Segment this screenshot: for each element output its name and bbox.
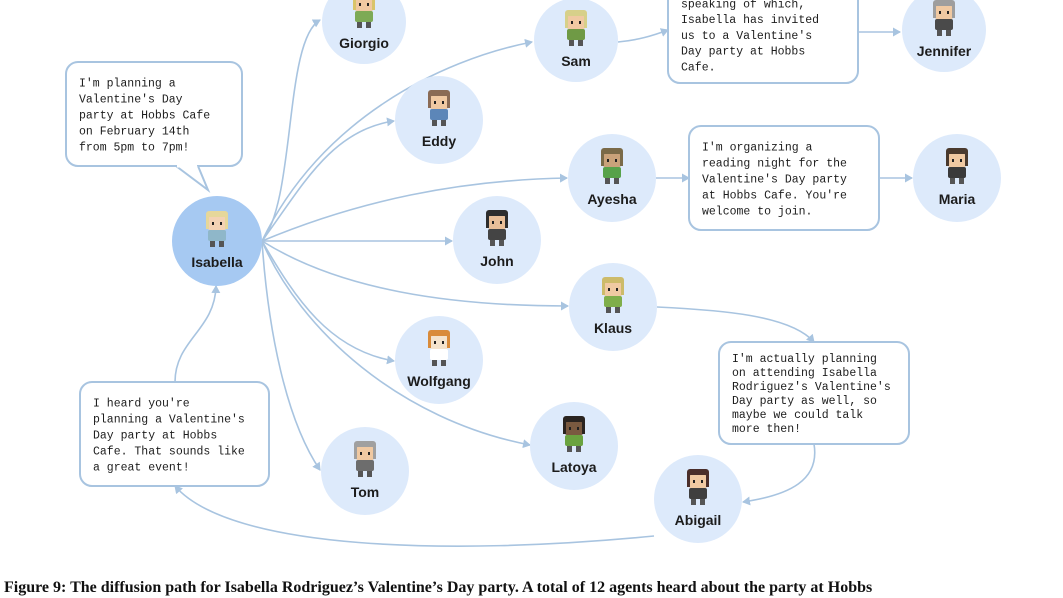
agent-avatar-icon [428,330,450,366]
agent-node-circle [322,0,406,64]
speech-bubble-line: more then! [732,423,801,436]
speech-bubble-box [718,341,910,445]
agent-node-abigail[interactable]: Abigail [654,455,742,543]
agent-avatar-icon [565,10,587,46]
speech-bubble-box [667,0,859,84]
edge-bubble-isabella [174,285,221,383]
agent-node-wolfgang[interactable]: Wolfgang [395,316,483,404]
agent-name-label: Ayesha [587,191,637,207]
edge-sam-bubble [617,28,669,43]
agent-name-label: Abigail [675,512,722,528]
agent-name-label: Jennifer [917,43,972,59]
edge-abigail-bubble [174,485,655,547]
agent-avatar-icon [946,148,968,184]
agent-avatar-icon [486,210,508,246]
speech-bubble-line: Day party at Hobbs [93,429,217,442]
speech-bubble-line: I'm planning a [79,77,176,90]
speech-bubble-line: on February 14th [79,125,189,138]
speech-bubble-line: Cafe. [681,62,716,75]
agent-name-label: Klaus [594,320,632,336]
speech-bubble-line: Day party at Hobbs [681,46,805,59]
agent-name-label: Eddy [422,133,456,149]
agent-name-label: Sam [561,53,591,69]
agent-node-john[interactable]: John [453,196,541,284]
agent-node-circle [534,0,618,82]
speech-bubble-tail [175,165,211,193]
edge-bubble-abigail [742,443,816,506]
speech-bubble-layer: I'm planning a Valentine's Day party at Ho… [65,0,910,487]
agent-node-eddy[interactable]: Eddy [395,76,483,164]
speech-bubble-line: I'm organizing a [702,141,813,154]
agent-node-jennifer[interactable]: Jennifer [902,0,986,72]
speech-bubble-line: reading night for the [702,157,847,170]
agent-name-label: Latoya [551,459,596,475]
edge-layer [174,19,913,547]
agent-name-label: Tom [351,484,380,500]
speech-bubble-line: party at Hobbs Cafe [79,109,210,122]
agent-avatar-icon [428,90,450,126]
agent-node-circle [902,0,986,72]
agent-name-label: Maria [939,191,976,207]
edge-isabella-latoya [261,240,531,449]
agent-avatar-icon [601,148,623,184]
agent-name-label: Isabella [191,254,243,270]
speech-bubble-box [65,61,243,167]
agent-node-tom[interactable]: Tom [321,427,409,515]
speech-bubble-line: maybe we could talk [732,409,863,422]
agent-name-label: Wolfgang [407,373,471,389]
agent-avatar-icon [206,211,228,247]
agent-node-giorgio[interactable]: Giorgio [322,0,406,64]
agent-avatar-icon [354,441,376,477]
agent-avatar-icon [933,0,955,36]
edge-isabella-sam [261,38,533,242]
speech-bubble-line: Cafe. That sounds like [93,445,245,458]
edge-isabella-tom [261,240,321,471]
agent-avatar-icon [602,277,624,313]
speech-bubble-isabella-plan: I'm planning a Valentine's Day party at Ho… [65,61,243,193]
edge-isabella-giorgio [261,19,321,242]
speech-bubble-line: Day party as well, so [732,395,877,408]
agent-node-latoya[interactable]: Latoya [530,402,618,490]
agent-name-label: John [480,253,513,269]
agent-node-klaus[interactable]: Klaus [569,263,657,351]
speech-bubble-line: Isabella has invited [681,14,819,27]
speech-bubble-line: Rodriguez's Valentine's [732,381,891,394]
edge-isabella-ayesha [261,173,568,242]
edge-isabella-klaus [261,240,569,311]
speech-bubble-line: I'm actually planning [732,353,877,366]
agent-name-label: Giorgio [339,35,389,51]
agent-avatar-icon [563,416,585,452]
edge-isabella-wolfgang [261,240,395,365]
speech-bubble-line: on attending Isabella [732,367,877,380]
speech-bubble-ayesha-maria: I'm organizing a reading night for theVal… [688,125,880,231]
speech-bubble-line: speaking of which, [681,0,805,11]
speech-bubble-line: planning a Valentine's [93,413,245,426]
speech-bubble-box [79,381,270,487]
agent-avatar-icon [687,469,709,505]
speech-bubble-line: Valentine's Day party [702,173,847,186]
speech-bubble-line: a great event! [93,461,190,474]
speech-bubble-line: us to a Valentine's [681,30,812,43]
speech-bubble-abigail-isabella: I heard you're planning a Valentine'sDay … [79,381,270,487]
agent-node-sam[interactable]: Sam [534,0,618,82]
speech-bubble-line: I heard you're [93,397,190,410]
agent-node-isabella[interactable]: Isabella [172,196,262,286]
agent-node-ayesha[interactable]: Ayesha [568,134,656,222]
speech-bubble-sam-jennifer: speaking of which, Isabella has invited us… [667,0,859,84]
speech-bubble-line: at Hobbs Cafe. You're [702,189,847,202]
speech-bubble-line: from 5pm to 7pm! [79,141,189,154]
agent-avatar-icon [353,0,375,28]
figure-caption: Figure 9: The diffusion path for Isabell… [4,579,873,596]
speech-bubble-line: welcome to join. [702,205,812,218]
edge-klaus-bubble [656,306,815,343]
speech-bubble-box [688,125,880,231]
edge-isabella-eddy [261,117,395,242]
speech-bubble-line: Valentine's Day [79,93,183,106]
agent-node-maria[interactable]: Maria [913,134,1001,222]
